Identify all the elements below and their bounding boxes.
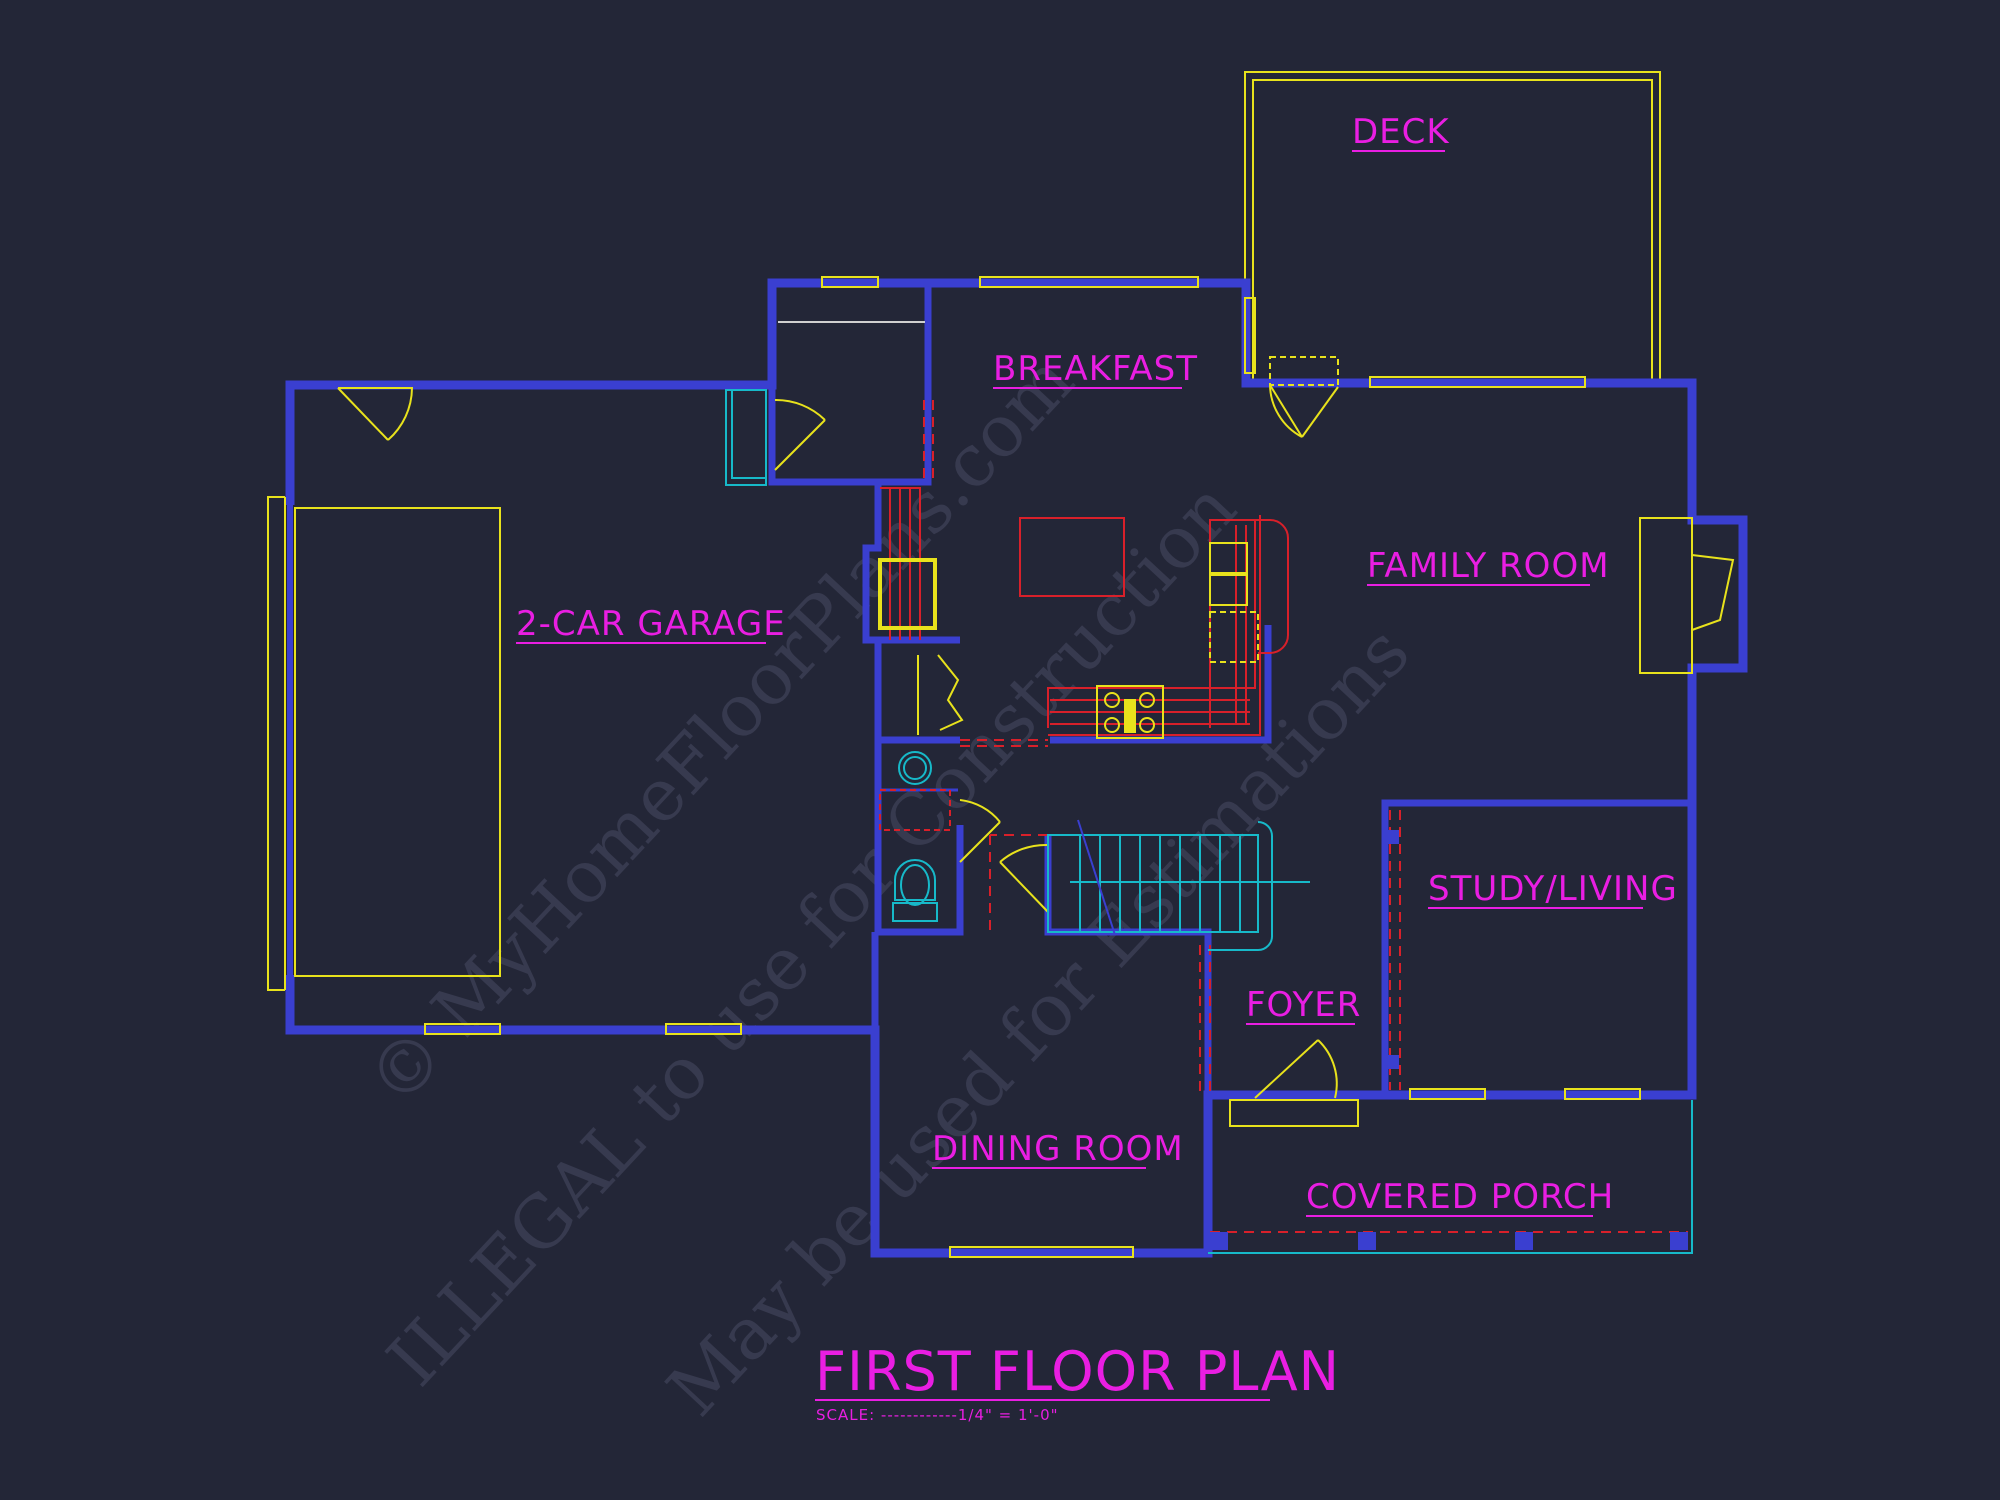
- garage-door: [267, 496, 501, 991]
- title-block: FIRST FLOOR PLAN SCALE: ------------1/4"…: [815, 1340, 1340, 1424]
- label-dining: DINING ROOM: [932, 1129, 1184, 1169]
- refrigerator: [878, 558, 937, 630]
- openings: [923, 400, 1688, 1233]
- covered-porch-structure: [1208, 830, 1693, 1254]
- mudroom-bench: [725, 321, 925, 486]
- drawing-scale: SCALE: ------------1/4" = 1'-0": [816, 1406, 1059, 1424]
- watermark: © MyHomeFloorPlans.com ILLEGAL to use fo…: [351, 338, 1425, 1431]
- label-study: STUDY/LIVING: [1428, 869, 1678, 909]
- kitchen-island: [1019, 517, 1125, 597]
- label-porch: COVERED PORCH: [1306, 1177, 1614, 1217]
- label-family-room: FAMILY ROOM: [1367, 546, 1610, 586]
- appliances: [878, 542, 1259, 739]
- powder-room-fixtures: [892, 751, 938, 922]
- room-labels: DECK BREAKFAST FAMILY ROOM 2-CAR GARAGE …: [516, 112, 1678, 1217]
- label-foyer: FOYER: [1246, 985, 1361, 1025]
- deck: [1244, 71, 1661, 383]
- drawing-title: FIRST FLOOR PLAN: [815, 1340, 1340, 1403]
- exterior-walls: [285, 278, 1748, 1258]
- staircase: [1047, 819, 1310, 952]
- label-garage: 2-CAR GARAGE: [516, 604, 786, 644]
- label-breakfast: BREAKFAST: [993, 349, 1198, 389]
- windows: [424, 276, 1641, 1258]
- doors: [337, 356, 1359, 1127]
- label-deck: DECK: [1352, 112, 1450, 152]
- fireplace: [1639, 517, 1735, 674]
- cooktop-sink: [1096, 685, 1164, 739]
